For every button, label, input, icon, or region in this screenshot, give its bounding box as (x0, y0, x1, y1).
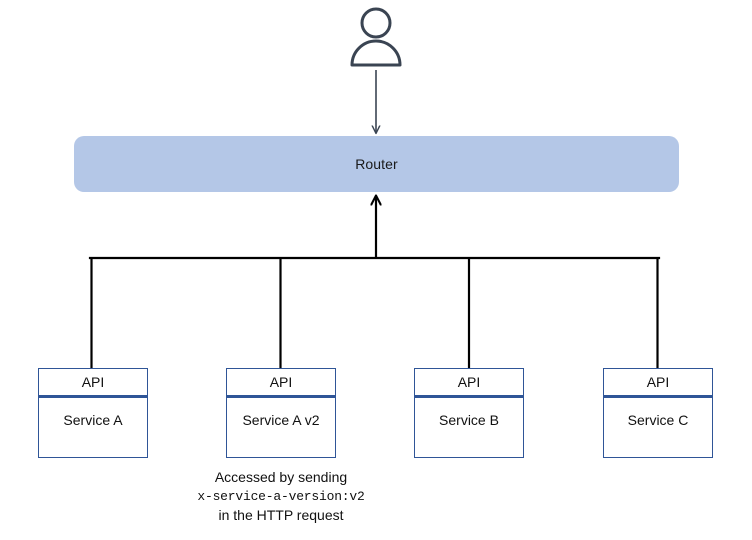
user-icon (350, 7, 402, 67)
service-node-a[interactable]: API Service A (38, 368, 148, 458)
caption-line-3: in the HTTP request (218, 507, 344, 523)
service-node-header: API (227, 369, 335, 398)
service-node-c[interactable]: API Service C (603, 368, 713, 458)
service-node-header: API (415, 369, 523, 398)
router-node[interactable]: Router (74, 136, 679, 192)
router-label: Router (355, 156, 398, 172)
service-node-body: Service A (39, 398, 147, 456)
service-node-name: Service B (439, 412, 499, 428)
service-node-header-label: API (457, 374, 481, 390)
service-node-b[interactable]: API Service B (414, 368, 524, 458)
service-node-name: Service A (63, 412, 123, 428)
service-a-v2-caption: Accessed by sending x-service-a-version:… (181, 468, 381, 525)
caption-header-token: x-service-a-version:v2 (197, 489, 365, 504)
service-node-body: Service B (415, 398, 523, 456)
service-node-name: Service A v2 (242, 412, 320, 428)
user-actor (345, 6, 407, 68)
service-node-name: Service C (627, 412, 689, 428)
caption-line-1: Accessed by sending (214, 469, 348, 485)
service-node-body: Service A v2 (227, 398, 335, 456)
service-node-header: API (39, 369, 147, 398)
service-node-header: API (604, 369, 712, 398)
service-node-body: Service C (604, 398, 712, 456)
service-node-header-label: API (81, 374, 105, 390)
service-node-header-label: API (646, 374, 670, 390)
service-node-a-v2[interactable]: API Service A v2 (226, 368, 336, 458)
service-node-header-label: API (269, 374, 293, 390)
